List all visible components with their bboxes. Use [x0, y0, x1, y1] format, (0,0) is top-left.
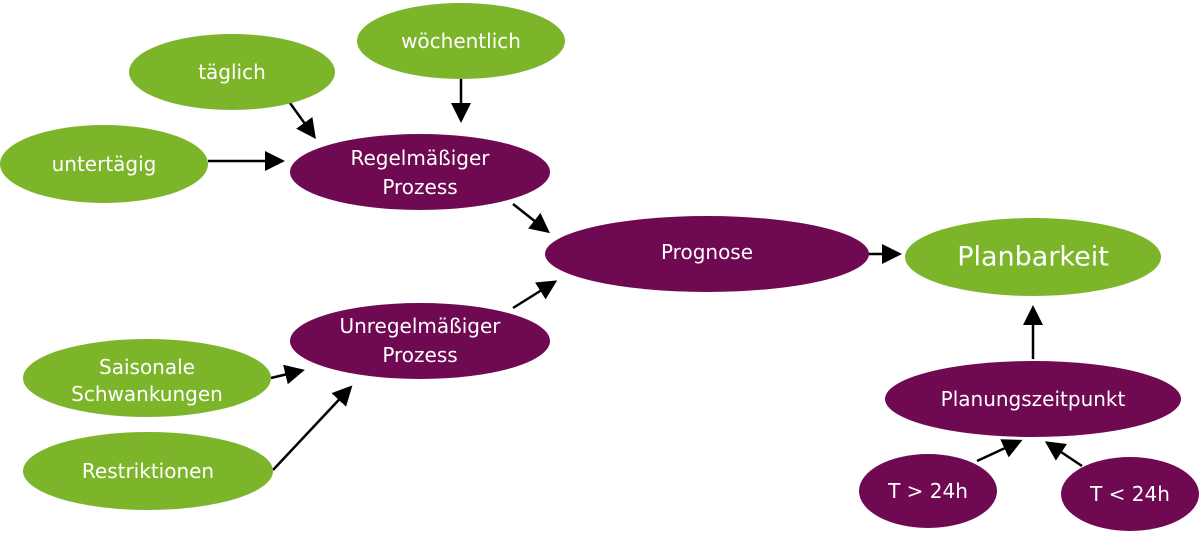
node-t-greater-24h-label: T > 24h	[887, 479, 968, 503]
node-regelmaessig: Regelmäßiger Prozess	[290, 134, 550, 210]
node-t-less-24h: T < 24h	[1061, 457, 1199, 531]
node-untertaegig-label: untertägig	[52, 152, 157, 176]
node-unregelmaessig-label-line2: Prozess	[382, 343, 457, 367]
node-saisonale-label-line2: Schwankungen	[71, 382, 223, 406]
node-planungszeitpunkt: Planungszeitpunkt	[885, 361, 1181, 437]
node-taeglich-label: täglich	[198, 60, 266, 84]
arrow-tlt-to-planungszeitpunkt	[1044, 441, 1083, 468]
node-unregelmaessig: Unregelmäßiger Prozess	[290, 303, 550, 379]
node-regelmaessig-label-line1: Regelmäßiger	[351, 146, 491, 170]
node-planungszeitpunkt-label: Planungszeitpunkt	[941, 387, 1126, 411]
node-restriktionen: Restriktionen	[23, 432, 273, 510]
node-saisonale: Saisonale Schwankungen	[23, 339, 271, 417]
node-woechentlich: wöchentlich	[357, 3, 565, 79]
node-woechentlich-label: wöchentlich	[401, 29, 521, 53]
arrows	[208, 79, 1083, 471]
node-saisonale-label-line1: Saisonale	[99, 355, 195, 379]
node-planbarkeit-label: Planbarkeit	[957, 242, 1109, 273]
arrow-tgt-to-planungszeitpunkt	[976, 439, 1023, 463]
arrow-unregelmaessig-to-prognose	[512, 280, 558, 310]
node-untertaegig: untertägig	[0, 125, 208, 203]
node-restriktionen-label: Restriktionen	[82, 459, 214, 483]
node-prognose: Prognose	[545, 216, 869, 292]
node-prognose-label: Prognose	[661, 240, 753, 264]
node-planbarkeit: Planbarkeit	[905, 218, 1161, 296]
arrow-taeglich-to-regelmaessig	[288, 102, 316, 140]
arrow-saisonale-to-unregelmaessig	[270, 364, 305, 385]
arrow-restriktionen-to-unregelmaessig	[272, 385, 353, 471]
arrow-regelmaessig-to-prognose	[512, 203, 550, 234]
node-regelmaessig-label-line2: Prozess	[382, 175, 457, 199]
node-t-greater-24h: T > 24h	[859, 454, 997, 528]
node-t-less-24h-label: T < 24h	[1089, 482, 1170, 506]
node-taeglich: täglich	[129, 34, 335, 110]
node-unregelmaessig-label-line1: Unregelmäßiger	[339, 314, 501, 338]
